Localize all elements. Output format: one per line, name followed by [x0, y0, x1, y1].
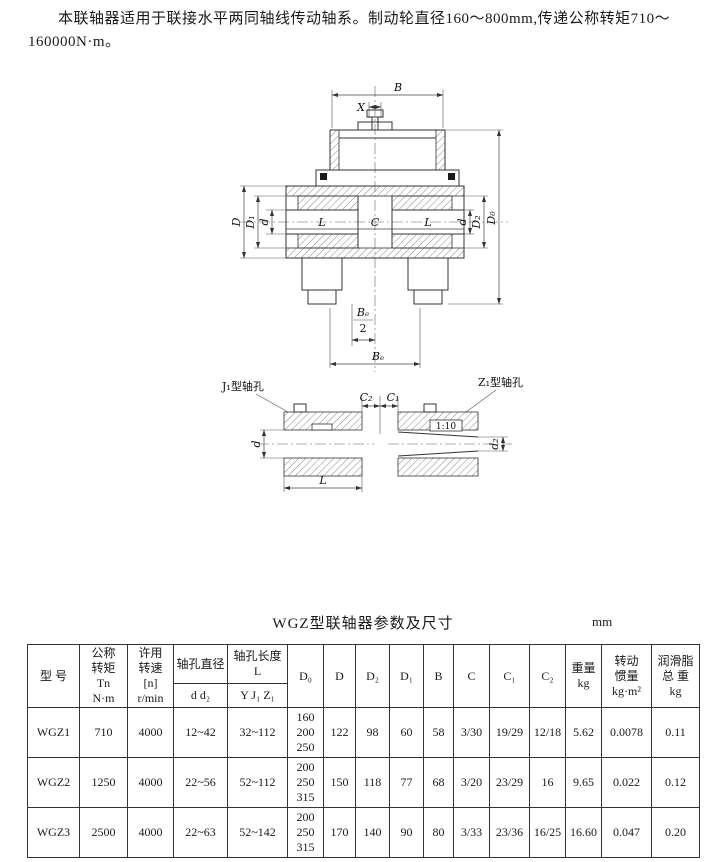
header-torque: 公称 转矩 Tn N·m: [79, 644, 128, 708]
table-cell: 1250: [79, 757, 128, 808]
table-cell: 22~63: [173, 807, 228, 858]
model-cell: WGZ1: [27, 707, 80, 758]
header-d0: D₀: [287, 644, 324, 708]
header-grease: 润滑脂 总 重 kg: [651, 644, 700, 708]
table-cell: 68: [423, 757, 454, 808]
table-cell: 16.60: [565, 807, 602, 858]
model-cell: WGZ2: [27, 757, 80, 808]
detail-j1: J₁型轴孔 d L: [221, 379, 374, 492]
table-cell: 19/29: [489, 707, 530, 758]
dim-label-d-detail: d: [250, 440, 263, 447]
table-cell: 80: [423, 807, 454, 858]
main-view: B X: [230, 81, 508, 372]
header-c1: C₁: [489, 644, 530, 708]
table-cell: 0.12: [651, 757, 700, 808]
table-cell: 12/18: [529, 707, 566, 758]
table-cell: 3/30: [453, 707, 490, 758]
table-cell: 0.20: [651, 807, 700, 858]
table-title: WGZ型联轴器参数及尺寸: [272, 616, 454, 632]
dim-label-be-num: Bₑ: [356, 306, 369, 319]
header-inertia: 转动 惯量 kg·m²: [601, 644, 652, 708]
table-cell: 5.62: [565, 707, 602, 758]
table-cell: 118: [355, 757, 390, 808]
intro-paragraph: 本联轴器适用于联接水平两同轴线传动轴系。制动轮直径160～800mm,传递公称转…: [28, 11, 671, 51]
dim-label-d1: D₁: [244, 215, 257, 229]
table-cell: 3/33: [453, 807, 490, 858]
table-cell: 52~112: [227, 757, 288, 808]
header-c2: C₂: [529, 644, 566, 708]
table-cell: 16/25: [529, 807, 566, 858]
table-cell: 140: [355, 807, 390, 858]
table-cell: 200 250 315: [287, 757, 324, 808]
table-cell: 9.65: [565, 757, 602, 808]
model-cell: WGZ3: [27, 807, 80, 858]
table-cell: 60: [389, 707, 424, 758]
header-bore-diameter: 轴孔直径: [173, 644, 228, 684]
table-cell: 22~56: [173, 757, 228, 808]
table-cell: 77: [389, 757, 424, 808]
unit-label: mm: [592, 614, 613, 629]
dim-label-be-den: 2: [360, 322, 367, 335]
header-speed: 许用 转速 [n] r/min: [127, 644, 174, 708]
table-cell: 3/20: [453, 757, 490, 808]
table-row: WGZ2 1250 4000 22~56 52~112 200 250 315 …: [27, 757, 700, 808]
table-cell: 170: [323, 807, 356, 858]
dim-label-c: C: [371, 216, 380, 229]
header-model: 型 号: [27, 644, 80, 708]
header-weight: 重量 kg: [565, 644, 602, 708]
dim-label-x: X: [356, 101, 366, 114]
header-c: C: [453, 644, 490, 708]
table-cell: 4000: [127, 707, 174, 758]
dim-label-d2: D₂: [470, 215, 483, 229]
table-cell: 32~112: [227, 707, 288, 758]
header-d1: D₁: [389, 644, 424, 708]
dim-label-l-detail: L: [318, 474, 326, 487]
j1-detail-label: J₁型轴孔: [221, 379, 264, 393]
dim-label-be: Bₑ: [371, 350, 384, 363]
dim-label-l-right: L: [423, 216, 431, 229]
dim-label-c2: C₂: [360, 391, 373, 404]
table-cell: 12~42: [173, 707, 228, 758]
header-bore-diameter-symbols: d d₂: [173, 683, 228, 708]
table-cell: 710: [79, 707, 128, 758]
table-cell: 23/36: [489, 807, 530, 858]
detail-z1: Z₁型轴孔 1:10 d₂ C₂ C₁: [360, 375, 523, 477]
table-cell: 23/29: [489, 757, 530, 808]
header-d2: D₂: [355, 644, 390, 708]
table-cell: 58: [423, 707, 454, 758]
table-cell: 52~142: [227, 807, 288, 858]
parameters-table: 型 号 公称 转矩 Tn N·m 许用 转速 [n] r/min 轴孔直径 轴孔…: [27, 644, 700, 858]
table-cell: 200 250 315: [287, 807, 324, 858]
header-bore-length: 轴孔长度 L: [227, 644, 288, 684]
header-bore-length-symbols: Y J₁ Z₁: [227, 683, 288, 708]
table-cell: 2500: [79, 807, 128, 858]
dim-label-d-outer: D: [230, 217, 243, 227]
dim-label-d-bore-left: d: [258, 218, 271, 225]
table-cell: 122: [323, 707, 356, 758]
table-cell: 0.0078: [601, 707, 652, 758]
header-d: D: [323, 644, 356, 708]
dim-label-b: B: [393, 81, 402, 94]
table-cell: 90: [389, 807, 424, 858]
table-cell: 150: [323, 757, 356, 808]
table-cell: 98: [355, 707, 390, 758]
taper-label: 1:10: [436, 422, 456, 432]
dim-label-d0: D₀: [485, 211, 498, 226]
table-cell: 160 200 250: [287, 707, 324, 758]
table-cell: 0.022: [601, 757, 652, 808]
table-cell: 0.047: [601, 807, 652, 858]
dim-label-d-bore-right: d: [456, 218, 469, 225]
header-b: B: [423, 644, 454, 708]
table-cell: 16: [529, 757, 566, 808]
dim-label-l-left: L: [317, 216, 325, 229]
table-cell: 4000: [127, 807, 174, 858]
table-row: WGZ1 710 4000 12~42 32~112 160 200 250 1…: [27, 707, 700, 758]
table-row: WGZ3 2500 4000 22~63 52~142 200 250 315 …: [27, 807, 700, 858]
z1-detail-label: Z₁型轴孔: [478, 375, 523, 389]
table-cell: 4000: [127, 757, 174, 808]
table-cell: 0.11: [651, 707, 700, 758]
dim-label-d2-detail: d₂: [488, 438, 501, 449]
dim-label-c1: C₁: [387, 391, 400, 404]
coupling-drawing: B X: [221, 81, 523, 492]
